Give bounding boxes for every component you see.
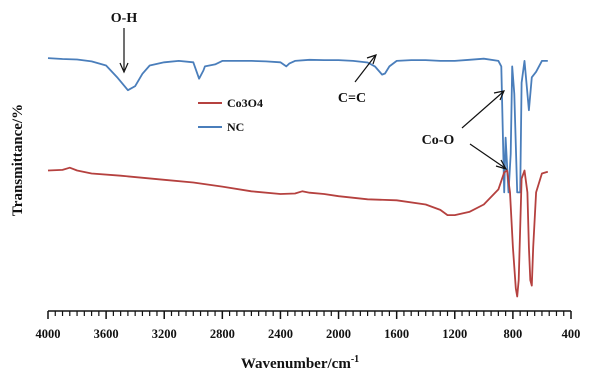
annotation-coo-arrow-1 (461, 91, 504, 129)
series-line-co3o4 (47, 166, 549, 298)
x-tick-label: 2000 (326, 327, 351, 341)
series-line-nc (47, 57, 548, 194)
series-lines (47, 57, 549, 298)
x-axis (47, 310, 572, 319)
x-axis-title-sup: -1 (351, 354, 359, 365)
x-tick-label: 2400 (268, 327, 293, 341)
x-tick-label: 400 (562, 327, 581, 341)
x-tick-label: 800 (504, 327, 523, 341)
x-tick-labels: 4000 3600 3200 2800 2400 2000 1600 1200 800 400 (36, 327, 581, 341)
legend-label-co3o4: Co3O4 (227, 96, 263, 110)
x-axis-title-main: Wavenumber/cm (241, 356, 351, 372)
x-tick-label: 4000 (36, 327, 61, 341)
legend: Co3O4 NC (198, 96, 263, 134)
x-tick-label: 1600 (384, 327, 409, 341)
y-axis-title: Transmittance/% (10, 104, 26, 216)
annotation-cc-arrow (354, 55, 376, 83)
annotation-oh-arrowhead (119, 62, 129, 74)
x-tick-label: 3200 (152, 327, 177, 341)
annotation-cc: C=C (338, 91, 366, 106)
annotation-cc-arrowhead (366, 54, 377, 65)
x-tick-label: 3600 (94, 327, 119, 341)
annotation-oh: O-H (111, 11, 138, 26)
x-tick-label: 2800 (210, 327, 235, 341)
x-tick-label: 1200 (442, 327, 467, 341)
annotation-coo: Co-O (422, 133, 455, 148)
legend-label-nc: NC (227, 120, 244, 134)
annotation-coo-arrowhead-1 (493, 90, 506, 101)
x-axis-title: Wavenumber/cm-1 (241, 354, 359, 372)
annotation-coo-arrowhead-2 (495, 159, 508, 170)
annotation-coo-arrow-2 (469, 143, 506, 169)
annotations: O-H C=C Co-O (111, 11, 508, 170)
